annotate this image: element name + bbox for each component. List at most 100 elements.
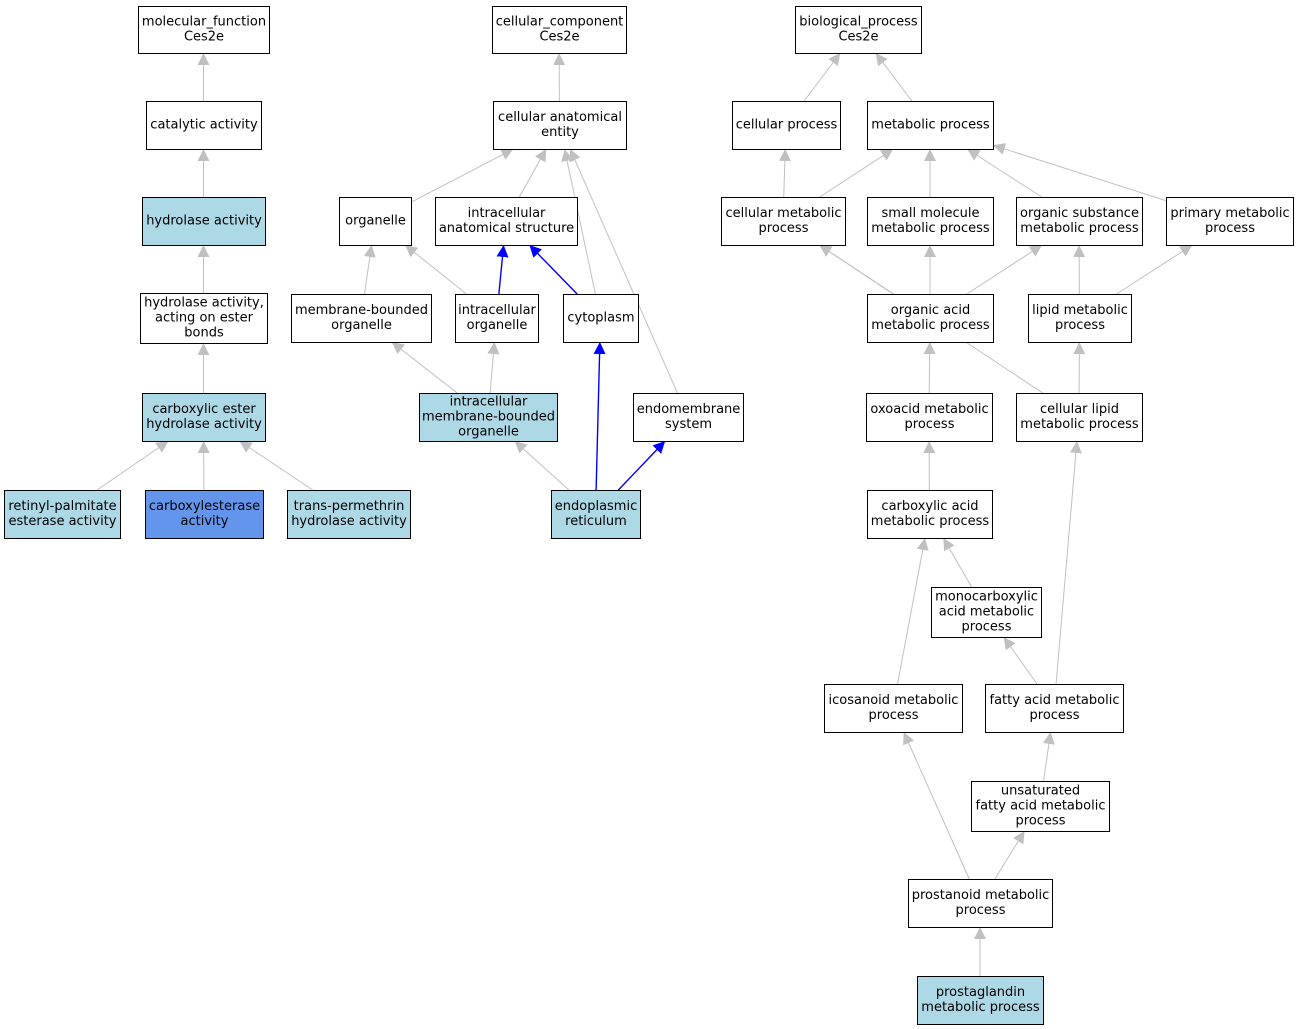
node-box [492,6,627,54]
edge-metabolic_process-to-bp [875,52,913,102]
edge-icosanoid-to-camp [897,537,929,685]
node-box [1016,393,1143,442]
node-label-line: membrane-bounded [295,303,428,318]
node-label-line: retinyl-palmitate [8,499,116,514]
edge-imbo-to-mbo [391,341,458,394]
node-label-line: Ces2e [184,30,224,45]
node-label-line: activity [181,514,229,529]
node-label-line: molecular_function [142,15,266,30]
node-box [138,6,270,54]
node-label-line: cellular anatomical [498,110,622,125]
node-cellular-process[interactable]: cellular process [732,101,841,150]
node-label-line: metabolic process [871,221,990,236]
graph-edges [96,52,1193,976]
node-label-line: process [905,417,955,432]
node-box [824,684,963,733]
node-label-line: bonds [184,326,224,341]
node-label-line: anatomical structure [439,221,574,236]
edge-prostanoid-to-ufa [994,830,1025,880]
edge-organelle-to-cae [410,148,514,203]
edge-cellular_process-to-bp [803,52,841,102]
node-label-line: metabolic process [871,514,990,529]
node-label-line: Ces2e [539,30,579,45]
node-box [721,197,846,246]
edge-mbo-to-organelle [363,244,376,295]
node-box [633,393,744,442]
node-label-line: metabolic process [871,118,990,133]
node-label-line: membrane-bounded [422,410,555,425]
edge-ias-to-cae [518,148,547,198]
node-label-line: hydrolase activity [146,214,262,229]
node-label-line: metabolic process [1020,417,1139,432]
node-box [917,976,1044,1025]
node-label-line: process [1016,814,1066,829]
node-label-line: hydrolase activity [146,417,262,432]
node-catalytic[interactable]: catalytic activity [146,101,262,150]
node-box [931,587,1042,638]
edge-mcamp-to-camp [942,537,973,588]
edge-cytoplasm-to-ias [528,244,578,295]
edge-osmp-to-metabolic_process [966,148,1043,198]
node-box [732,101,841,150]
node-box [867,197,994,246]
node-label-line: icosanoid metabolic [829,693,959,708]
node-hydrolase[interactable]: hydrolase activity [142,197,266,246]
node-metabolic-process[interactable]: metabolic process [867,101,994,150]
node-label-line: entity [541,125,579,140]
node-label-line: process [956,903,1006,918]
node-box [908,879,1053,928]
node-label-line: Ces2e [838,30,878,45]
node-label-line: organelle [331,318,392,333]
node-label-line: reticulum [565,514,627,529]
node-label-line: cellular process [736,118,838,133]
node-box [142,197,266,246]
node-label-line: process [962,620,1012,635]
node-label-line: fatty acid metabolic [976,799,1106,814]
node-box [867,490,993,539]
edge-fatty-to-mcamp [1003,636,1038,685]
node-box [145,490,264,539]
node-box [287,490,411,539]
node-label-line: oxoacid metabolic [870,402,988,417]
node-label-line: carboxylic ester [152,402,256,417]
node-organelle[interactable]: organelle [339,197,412,246]
edge-io-to-ias [496,244,509,295]
node-label-line: hydrolase activity, [144,296,264,311]
node-label-line: cellular metabolic [726,206,842,221]
node-label-line: organelle [467,318,528,333]
node-label-line: lipid metabolic [1032,303,1128,318]
node-cytoplasm[interactable]: cytoplasm [563,294,639,343]
node-box [795,6,922,54]
